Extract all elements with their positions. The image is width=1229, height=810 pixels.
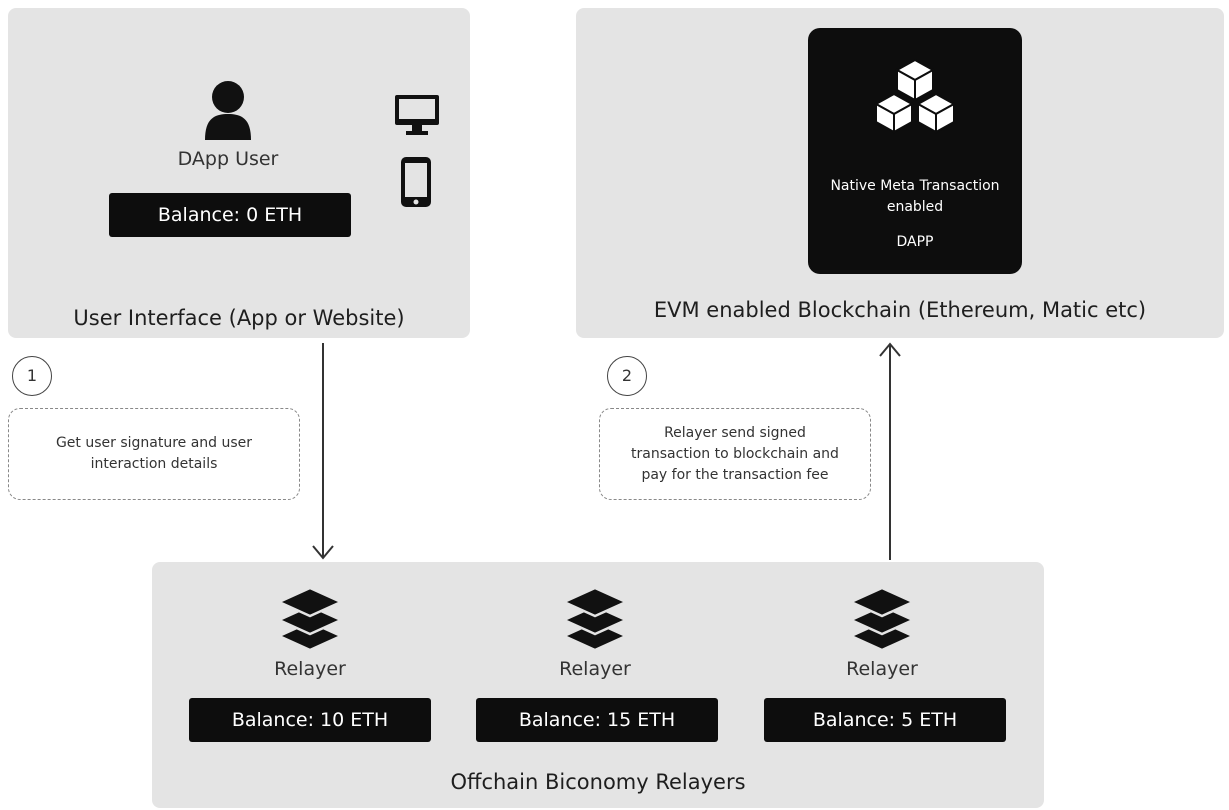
user-interface-panel: DApp User Balance: 0 ETH User Interface …: [8, 8, 470, 338]
step-2-note-line: pay for the transaction fee: [641, 466, 829, 483]
dapp-description-line: Native Meta Transaction: [830, 178, 1000, 194]
layers-icon: [849, 586, 915, 650]
user-interface-title: User Interface (App or Website): [73, 306, 405, 330]
relayers-panel: Relayer Balance: 10 ETH Relayer Balance:…: [152, 562, 1044, 808]
step-2-badge: 2: [607, 356, 647, 396]
user-icon: [205, 81, 251, 140]
dapp-card: Native Meta Transaction enabled DAPP: [808, 28, 1022, 274]
step-1-note: Get user signature and user interaction …: [8, 408, 300, 500]
dapp-description: Native Meta Transaction enabled: [808, 176, 1022, 218]
monitor-icon: [395, 95, 439, 135]
layers-icon: [562, 586, 628, 650]
dapp-name: DAPP: [896, 234, 934, 250]
relayer-label: Relayer: [846, 658, 918, 680]
cubes-icon: [873, 58, 957, 134]
blockchain-panel: Native Meta Transaction enabled DAPP EVM…: [576, 8, 1224, 338]
relayers-title: Offchain Biconomy Relayers: [450, 770, 746, 794]
relayer-label: Relayer: [274, 658, 346, 680]
arrow-relayers-to-chain: [879, 342, 901, 560]
layers-icon: [277, 586, 343, 650]
dapp-user-label: DApp User: [177, 148, 279, 170]
blockchain-title: EVM enabled Blockchain (Ethereum, Matic …: [653, 298, 1147, 322]
step-2-note-line: transaction to blockchain and: [631, 445, 839, 462]
step-2-note: Relayer send signed transaction to block…: [599, 408, 871, 500]
relayer-label: Relayer: [559, 658, 631, 680]
relayer-balance-badge: Balance: 10 ETH: [189, 698, 431, 742]
relayer-balance-badge: Balance: 15 ETH: [476, 698, 718, 742]
step-2-note-line: Relayer send signed: [664, 424, 806, 441]
smartphone-icon: [401, 157, 431, 207]
dapp-description-line: enabled: [886, 199, 944, 215]
step-1-note-line: interaction details: [90, 456, 218, 472]
user-balance-badge: Balance: 0 ETH: [109, 193, 351, 237]
step-1-note-line: Get user signature and user: [55, 435, 253, 451]
relayer-balance-badge: Balance: 5 ETH: [764, 698, 1006, 742]
step-1-badge: 1: [12, 356, 52, 396]
arrow-ui-to-relayers: [312, 343, 334, 560]
